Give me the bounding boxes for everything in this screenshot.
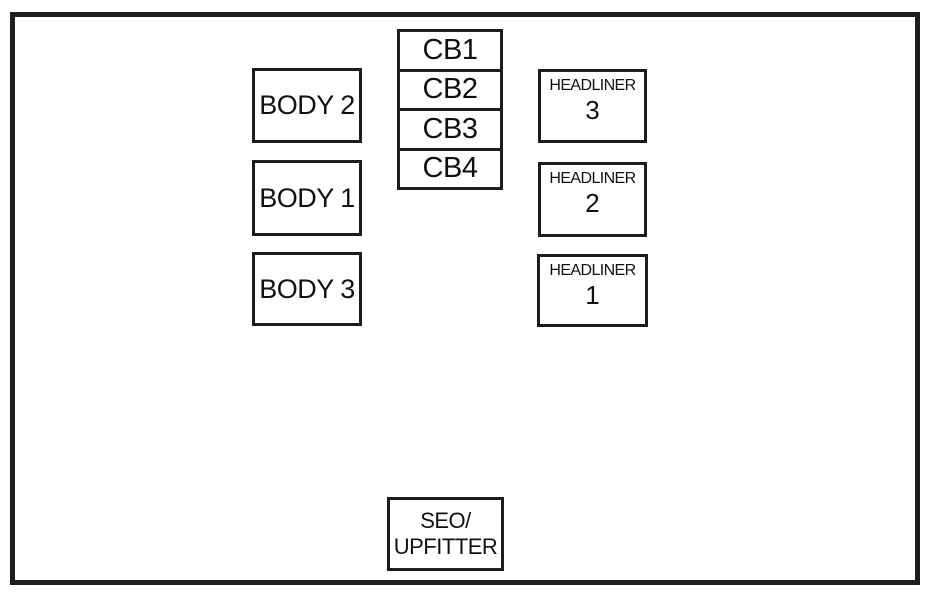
body-2-relay-box: BODY 2 bbox=[252, 68, 362, 143]
headliner-2-number: 2 bbox=[585, 188, 600, 218]
headliner-1-title: HEADLINER bbox=[549, 262, 636, 279]
cb4-cell: CB4 bbox=[422, 152, 478, 185]
headliner-1-number: 1 bbox=[585, 280, 600, 310]
seo-upfitter-line2: UPFITTER bbox=[393, 534, 498, 559]
body-3-relay-box: BODY 3 bbox=[252, 252, 362, 326]
cb1-cell: CB1 bbox=[400, 32, 500, 72]
headliner-2-title: HEADLINER bbox=[549, 170, 636, 187]
cb3-cell: CB3 bbox=[400, 111, 500, 151]
headliner-1-box: HEADLINER 1 bbox=[537, 254, 648, 327]
cb2-cell: CB2 bbox=[400, 72, 500, 111]
circuit-breaker-stack: CB1 CB2 CB3 CB4 bbox=[397, 29, 503, 190]
seo-upfitter-box: SEO/ UPFITTER bbox=[387, 497, 504, 571]
headliner-2-box: HEADLINER 2 bbox=[538, 162, 647, 237]
seo-upfitter-line1: SEO/ bbox=[420, 508, 471, 533]
body-1-relay-box: BODY 1 bbox=[252, 160, 362, 236]
headliner-3-title: HEADLINER bbox=[549, 77, 636, 94]
headliner-3-box: HEADLINER 3 bbox=[538, 69, 647, 143]
headliner-3-number: 3 bbox=[585, 95, 600, 125]
